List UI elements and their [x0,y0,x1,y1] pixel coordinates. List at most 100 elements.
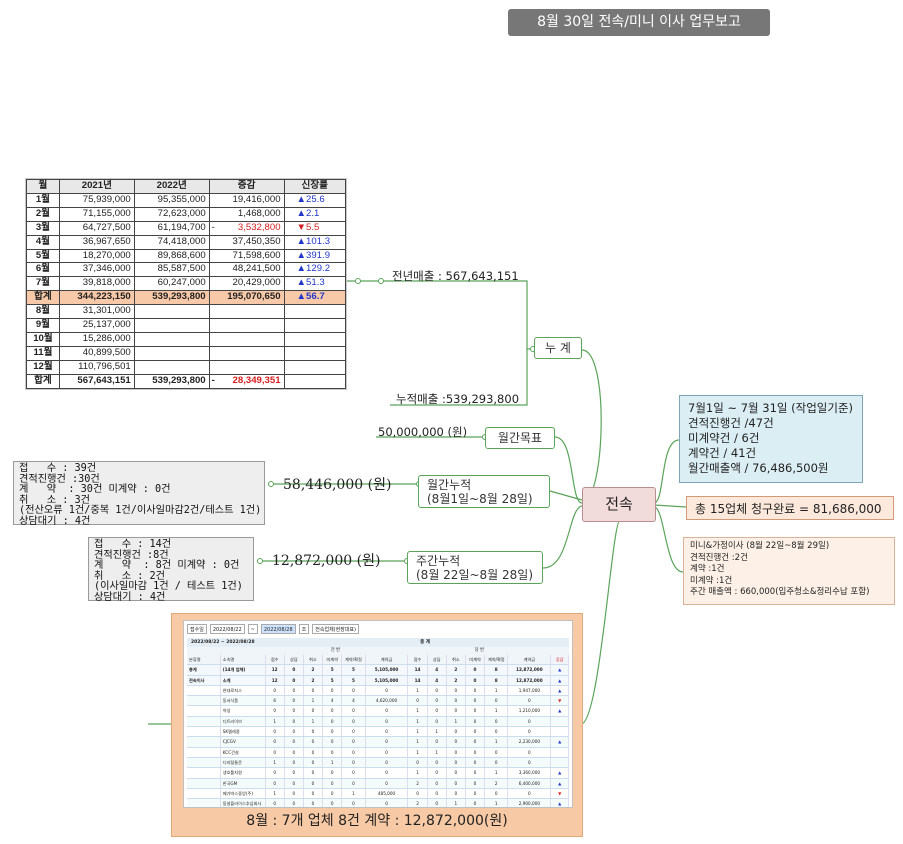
toolbar-field[interactable]: ~ [247,624,258,634]
report-cell: 취소 [447,655,466,665]
july-summary-line: 7월1일 ~ 7월 31일 (작업일기준) [688,401,854,415]
table-cell: 344,223,150 [58,290,135,306]
report-title: 8월 30일 전속/미니 이사 업무보고 [508,9,770,36]
report-cell [187,768,221,778]
report-cell: 0 [323,788,343,799]
report-caption: 8월 : 7개 업체 8건 계약 : 12,872,000(원) [246,813,508,829]
table-cell-text: 40,899,500 [82,346,131,358]
report-cell: 0 [285,768,304,778]
report-cell: 0 [342,747,366,757]
report-cell: 0 [366,768,409,778]
report-cell: 0 [366,716,409,727]
table-cell: ▲391.9 [283,248,347,264]
report-cell: 동설플라이스추심회사 [221,799,266,807]
toolbar-field[interactable]: 전속업체(현장대표) [312,624,359,634]
table-cell: 1월 [26,192,60,208]
table-cell-text: 7월 [35,277,51,289]
down-arrow-icon: ▼ [296,221,307,233]
report-cell: 0 [466,706,486,716]
july-summary-line: 월간매출액 / 76,486,500원 [688,461,829,475]
report-cell: 0 [466,675,486,685]
report-cell: 0 [447,727,466,737]
report-cell: 0 [428,788,447,799]
date-type-select[interactable]: 접수일 [187,624,207,634]
report-cell [551,716,570,727]
report-cell: 2 [304,665,324,675]
report-cell: 4,620,000 [366,696,409,706]
table-cell-text: 합계 [34,291,52,303]
table-header-cell: 2022년 [133,179,210,194]
toolbar-field[interactable]: 2022/08/28 [260,624,296,634]
report-cell: 0 [485,696,509,706]
prev-year-sales-label: 전년매출 : 567,643,151 [392,269,519,283]
report-cell: 분류명 [187,655,221,665]
monthly-cumulative-info: 접 수 : 39건 견적진행건 :30건 계 약 : 30건 미계약 : 0건 … [13,461,265,527]
july-summary-line: 계약건 / 41건 [688,446,757,460]
table-cell: 110,796,501 [58,359,135,375]
report-cell: 0 [466,778,486,788]
diff-value: 48,241,500 [232,263,281,275]
report-cell: 0 [428,737,447,747]
weekly-cumulative-node[interactable]: 주간누적 (8월 22일~8월 28일) [407,551,543,584]
report-cell: 1,210,000 [508,706,552,716]
monthly-cumulative-node-range: (8월1일~8월 28일) [427,492,533,506]
cumulative-node[interactable]: 누 계 [534,337,582,359]
report-cell: 12 [266,665,285,675]
monthly-cumulative-node[interactable]: 월간누적 (8월1일~8월 28일) [418,475,550,508]
monthly-cumulative-value: 58,446,000 (원) [283,477,392,493]
report-cell: 1 [428,727,447,737]
report-cell [187,788,221,799]
report-cell: 0 [285,675,304,685]
rate-value: 5.5 [306,221,320,233]
report-cell: ▲ [551,685,570,696]
report-cell: 0 [266,685,285,696]
report-cell: 0 [428,696,447,706]
report-cell: 1 [408,706,428,716]
report-cell: 0 [285,778,304,788]
report-cell: 0 [285,696,304,706]
report-cell: 상담 [285,655,304,665]
table-cell [283,359,347,375]
report-cell: 1 [447,799,466,807]
report-cell: 0 [285,737,304,747]
table-cell: 합계 [26,290,60,306]
minus-mark: - [211,221,215,233]
table-cell: 37,450,350 [208,234,285,250]
table-cell: ▲101.3 [283,234,347,250]
report-cell: 1 [428,747,447,757]
report-cell: 3,360,000 [508,768,552,778]
report-cell: 1 [304,696,324,706]
toolbar-field[interactable]: 2022/08/22 [209,624,245,634]
toolbar-field[interactable]: 조 [298,624,310,634]
report-cell: 0 [304,757,324,768]
report-cell: 1 [266,757,285,768]
up-arrow-icon: ▲ [296,291,307,303]
table-cell: 9월 [26,318,60,333]
table-cell-text: 31,301,000 [82,305,131,317]
table-cell: 75,939,000 [58,192,135,208]
report-cell: 1,947,000 [508,685,552,696]
report-cell: 2 [408,799,428,807]
report-cell: 미계약 [466,655,486,665]
report-cell: 1 [408,747,428,757]
diff-value: 28,349,351 [232,374,281,386]
report-cell: 소속명 [221,655,266,665]
table-cell-text: 344,223,150 [77,291,131,303]
table-cell-text: 6월 [35,263,51,275]
center-node[interactable]: 전속 [582,487,656,522]
report-cell: 14 [408,665,428,675]
report-cell: 0 [304,768,324,778]
table-cell-text: 37,346,000 [82,263,131,275]
up-arrow-icon: ▲ [296,277,307,289]
report-cell: 8 [485,665,509,675]
rate-value: 2.1 [306,207,320,219]
report-cell: 0 [323,799,343,807]
table-cell: ▲56.7 [283,290,347,306]
monthly-goal-node[interactable]: 월간목표 [485,427,555,449]
report-cell [551,727,570,737]
